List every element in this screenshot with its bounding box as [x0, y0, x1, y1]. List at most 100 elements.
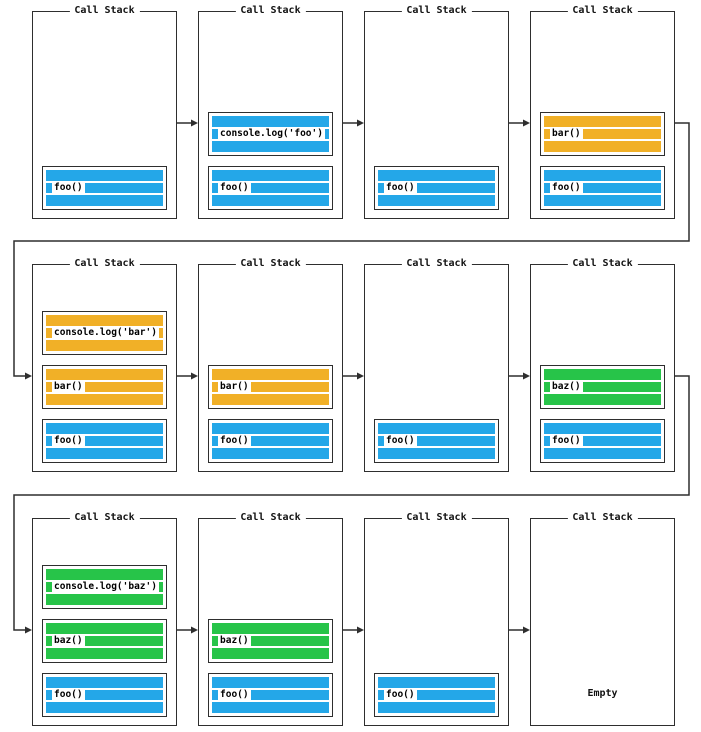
stack-item: console.log('baz'): [42, 565, 167, 609]
stack-items: console.log('foo') foo(): [208, 112, 333, 210]
stack-item: foo(): [374, 166, 499, 210]
stack-item: foo(): [540, 419, 665, 463]
stack-item-label: foo(): [384, 435, 417, 447]
call-stack-frame-11: Call Stack foo(): [364, 512, 509, 726]
stack-item-label: foo(): [384, 689, 417, 701]
stack-item-stripe: foo(): [46, 182, 163, 194]
stack-item-stripe: [544, 170, 661, 181]
stack-item-label: foo(): [550, 182, 583, 194]
stack-item-stripe: foo(): [46, 689, 163, 701]
frame-title: Call Stack: [567, 5, 638, 16]
frame-title: Call Stack: [401, 512, 472, 523]
stack-item-stripe: [46, 702, 163, 714]
stack-item-stripe: console.log('bar'): [46, 327, 163, 339]
frame-title: Call Stack: [567, 258, 638, 269]
stack-item-label: foo(): [52, 435, 85, 447]
flow-arrowhead-icon: [191, 119, 198, 127]
stack-item-stripe: [378, 448, 495, 460]
call-stack-frame-5: Call Stack console.log('bar') bar() foo(): [32, 258, 177, 472]
stack-item-stripe: [46, 394, 163, 406]
stack-items: foo(): [374, 166, 499, 210]
frame-title: Call Stack: [235, 5, 306, 16]
stack-items: bar() foo(): [540, 112, 665, 210]
stack-item-stripe: [212, 648, 329, 660]
frame-title: Call Stack: [401, 5, 472, 16]
stack-item-label: foo(): [52, 182, 85, 194]
stack-item-label: console.log('baz'): [52, 581, 159, 593]
stack-item: foo(): [208, 166, 333, 210]
stack-item-label: foo(): [218, 689, 251, 701]
stack-item-label: foo(): [384, 182, 417, 194]
stack-item-stripe: [46, 623, 163, 634]
stack-item-label: console.log('foo'): [218, 128, 325, 140]
stack-items: console.log('bar') bar() foo(): [42, 311, 167, 463]
frame-title: Call Stack: [567, 512, 638, 523]
stack-item-label: baz(): [52, 635, 85, 647]
frame-title: Call Stack: [69, 512, 140, 523]
flow-arrowhead-icon: [25, 626, 32, 634]
stack-item-stripe: [46, 170, 163, 181]
stack-item: console.log('bar'): [42, 311, 167, 355]
stack-item-stripe: bar(): [212, 381, 329, 393]
stack-item: baz(): [42, 619, 167, 663]
stack-item-label: bar(): [550, 128, 583, 140]
frame-title: Call Stack: [69, 5, 140, 16]
stack-item: foo(): [540, 166, 665, 210]
stack-item-label: baz(): [550, 381, 583, 393]
stack-item-stripe: baz(): [544, 381, 661, 393]
stack-item-stripe: [544, 141, 661, 153]
stack-item: foo(): [42, 673, 167, 717]
stack-item-label: bar(): [52, 381, 85, 393]
stack-item-stripe: baz(): [46, 635, 163, 647]
stack-item-stripe: [378, 170, 495, 181]
stack-item-stripe: [46, 569, 163, 580]
stack-item-stripe: [46, 423, 163, 434]
stack-item-label: baz(): [218, 635, 251, 647]
stack-item-stripe: [212, 448, 329, 460]
stack-item-stripe: [544, 448, 661, 460]
stack-item-stripe: foo(): [46, 435, 163, 447]
stack-item-label: foo(): [218, 182, 251, 194]
stack-item-label: foo(): [218, 435, 251, 447]
stack-item-stripe: foo(): [212, 182, 329, 194]
stack-item-stripe: [212, 702, 329, 714]
stack-item-stripe: [212, 170, 329, 181]
stack-item-stripe: [212, 423, 329, 434]
frame-title: Call Stack: [69, 258, 140, 269]
stack-item-stripe: [212, 141, 329, 153]
stack-item-stripe: baz(): [212, 635, 329, 647]
flow-arrowhead-icon: [523, 119, 530, 127]
stack-item-stripe: [46, 340, 163, 352]
flow-arrowhead-icon: [191, 372, 198, 380]
wrap-connector-2: [13, 375, 690, 631]
stack-item-stripe: foo(): [212, 435, 329, 447]
stack-items: foo(): [42, 166, 167, 210]
stack-item-stripe: [544, 394, 661, 406]
stack-item-stripe: foo(): [544, 435, 661, 447]
flow-arrowhead-icon: [25, 372, 32, 380]
call-stack-frame-3: Call Stack foo(): [364, 5, 509, 219]
stack-items: bar() foo(): [208, 365, 333, 463]
stack-item-stripe: foo(): [378, 435, 495, 447]
wrap-connector-1: [13, 122, 690, 377]
call-stack-frame-1: Call Stack foo(): [32, 5, 177, 219]
stack-item-stripe: [46, 677, 163, 688]
stack-item: foo(): [374, 673, 499, 717]
stack-item: bar(): [540, 112, 665, 156]
frame-title: Call Stack: [235, 258, 306, 269]
stack-item-stripe: [46, 448, 163, 460]
stack-item-stripe: console.log('foo'): [212, 128, 329, 140]
stack-item-stripe: [378, 423, 495, 434]
stack-items: foo(): [374, 419, 499, 463]
stack-item-stripe: [212, 677, 329, 688]
call-stack-frame-8: Call Stack baz() foo(): [530, 258, 675, 472]
stack-item: foo(): [208, 419, 333, 463]
stack-item-stripe: [212, 394, 329, 406]
stack-item: baz(): [540, 365, 665, 409]
flow-arrowhead-icon: [357, 372, 364, 380]
